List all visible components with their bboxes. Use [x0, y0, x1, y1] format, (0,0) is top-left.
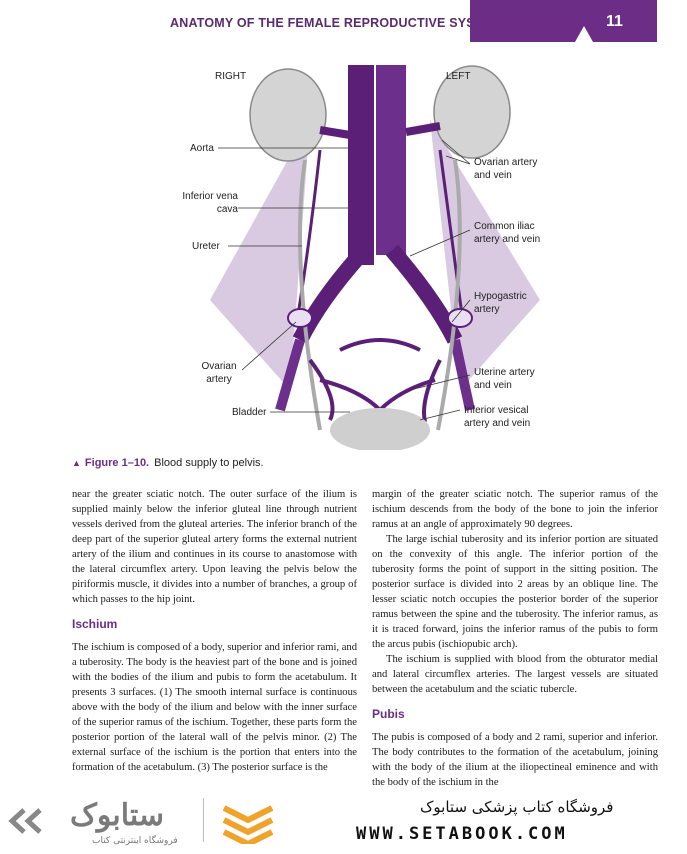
logo-divider [203, 798, 204, 842]
label-ureter: Ureter [192, 241, 220, 252]
setabook-logo-icon [222, 805, 274, 844]
paragraph: near the greater sciatic notch. The oute… [72, 489, 357, 605]
paragraph: The large ischial tuberosity and its inf… [372, 534, 658, 650]
paragraph: margin of the greater sciatic notch. The… [372, 489, 658, 530]
logo-chevron-icon [8, 808, 42, 834]
left-column: near the greater sciatic notch. The oute… [72, 487, 357, 775]
label-aorta: Aorta [190, 143, 214, 154]
label-inferior-vesical: Inferior vesical artery and vein [464, 405, 531, 429]
pelvis-blood-supply-illustration [210, 65, 540, 452]
header-notch [575, 26, 593, 42]
section-heading-pubis: Pubis [372, 707, 405, 721]
header-band [470, 0, 657, 42]
caption-text: Blood supply to pelvis. [154, 457, 264, 469]
paragraph: The ischium is supplied with blood from … [372, 654, 658, 695]
store-url: WWW.SETABOOK.COM [356, 824, 568, 844]
paragraph: The pubis is composed of a body and 2 ra… [372, 732, 658, 788]
page-number: 11 [606, 13, 623, 30]
anatomy-figure: RIGHT LEFT Aorta Inferior vena cava Uret… [170, 60, 590, 452]
label-bladder: Bladder [232, 407, 267, 418]
label-uterine: Uterine artery and vein [474, 367, 535, 391]
caption-triangle-icon: ▲ [72, 458, 81, 468]
label-ovarian-artery: Ovarian artery [201, 361, 237, 385]
paragraph: The ischium is composed of a body, super… [72, 642, 357, 773]
figure-number: Figure 1–10. [84, 457, 150, 469]
label-right: RIGHT [215, 71, 247, 82]
label-common-iliac: Common iliac artery and vein [474, 221, 541, 245]
label-ovarian-artery-vein: Ovarian artery and vein [474, 157, 538, 181]
running-header: ANATOMY OF THE FEMALE REPRODUCTIVE SYSTE… [170, 16, 502, 30]
watermark-banner [0, 786, 687, 854]
watermark-logo-text: ستابوک [70, 799, 165, 832]
figure-caption: ▲Figure 1–10. Blood supply to pelvis. [72, 457, 264, 469]
section-heading-ischium: Ischium [72, 617, 118, 631]
label-hypogastric: Hypogastric artery [474, 291, 527, 315]
label-left: LEFT [446, 71, 471, 82]
store-name: فروشگاه کتاب پزشکی ستابوک [420, 798, 614, 816]
label-ivc: Inferior vena cava [182, 191, 238, 215]
watermark-logo-subtitle: فروشگاه اینترنتی کتاب [92, 836, 178, 846]
right-column: margin of the greater sciatic notch. The… [372, 487, 658, 790]
